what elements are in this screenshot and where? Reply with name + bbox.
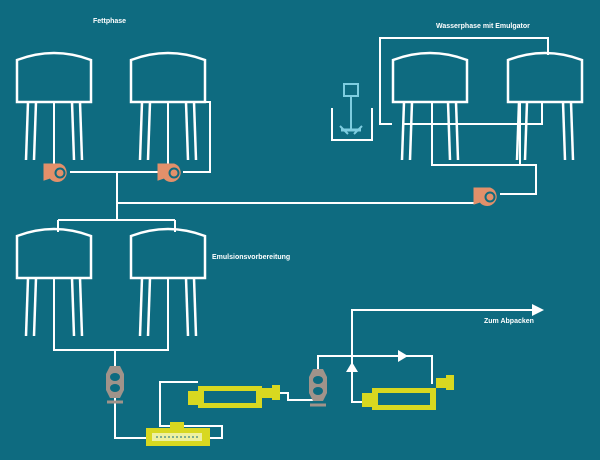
pipe-emulsion-out — [53, 278, 169, 351]
hx-inner — [378, 393, 430, 405]
pipe-fat-pumps-header — [70, 171, 118, 220]
tank-emulsion-2[interactable] — [129, 227, 207, 337]
flow-arrows — [346, 304, 544, 372]
positive-pump-2[interactable] — [309, 369, 327, 407]
hx-drive — [272, 385, 280, 400]
label-emulsion-prep: Emulsionsvorbereitung — [212, 254, 291, 261]
tank-leg — [24, 101, 30, 161]
hx-drive — [446, 375, 454, 390]
positive-displacement-pump-icon — [309, 369, 327, 401]
pipe-pump-1-to-hx1 — [114, 398, 150, 439]
label-fat-phase: Fettphase — [93, 18, 127, 25]
tank-water-1[interactable] — [391, 51, 469, 161]
pipe-to-packing — [351, 309, 532, 376]
emulsifier-mixer[interactable] — [331, 83, 373, 141]
pump-chamber-top — [313, 376, 323, 384]
hx-inner — [204, 391, 256, 403]
pipe-hx1-loop — [159, 381, 223, 439]
tank-leg — [70, 101, 76, 161]
tank-leg — [78, 101, 84, 161]
pump-water[interactable] — [473, 187, 497, 206]
flow-arrow-icon — [532, 304, 544, 316]
storage-tank-icon — [506, 51, 584, 104]
heat-exchanger-3[interactable] — [362, 375, 454, 410]
storage-tank-icon — [129, 51, 207, 104]
storage-tank-icon — [129, 227, 207, 280]
pump-impeller — [168, 167, 180, 179]
heat-exchanger-2[interactable] — [188, 385, 280, 408]
tank-emulsion-1[interactable] — [15, 227, 93, 337]
tank-leg — [32, 101, 38, 161]
storage-tank-icon — [391, 51, 469, 104]
flow-arrow-icon — [398, 350, 408, 362]
storage-tank-icon — [15, 51, 93, 104]
hx-end-cap — [362, 393, 372, 407]
mixer-vessel — [331, 108, 373, 141]
pipe-water-top-feed — [379, 37, 549, 108]
tank-leg — [446, 101, 452, 161]
pipe-recirc-branch — [352, 355, 433, 384]
tank-leg — [24, 277, 30, 337]
pump-chamber-bottom — [110, 384, 120, 392]
tank-fat-2[interactable] — [129, 51, 207, 161]
pump-impeller — [54, 167, 66, 179]
pump-chamber-bottom — [313, 387, 323, 395]
tank-leg — [569, 101, 575, 161]
pipe-water-left — [379, 108, 392, 125]
tank-leg — [184, 101, 190, 161]
tank-leg — [184, 277, 190, 337]
tank-leg — [138, 277, 144, 337]
agitator-mixer-icon — [343, 83, 359, 97]
storage-tank-icon — [15, 227, 93, 280]
tank-leg — [515, 101, 521, 161]
pump-impeller — [484, 191, 496, 203]
tank-leg — [146, 101, 152, 161]
tank-leg — [400, 101, 406, 161]
tank-leg — [32, 277, 38, 337]
pipe-pump-2-up — [317, 355, 352, 370]
positive-pump-1[interactable] — [106, 366, 124, 404]
tank-leg — [70, 277, 76, 337]
tank-water-2[interactable] — [506, 51, 584, 161]
pump-fat-2[interactable] — [157, 163, 181, 182]
agitator-impeller — [339, 125, 363, 135]
pump-chamber-top — [110, 373, 120, 381]
heat-exchanger-1[interactable] — [146, 422, 210, 446]
tank-leg — [138, 101, 144, 161]
hx-end-cap — [188, 391, 198, 405]
piping — [53, 37, 549, 439]
flow-arrow-icon — [346, 362, 358, 372]
positive-displacement-pump-icon — [106, 366, 124, 398]
tank-leg — [78, 277, 84, 337]
tank-leg — [192, 101, 198, 161]
tank-fat-1[interactable] — [15, 51, 93, 161]
pipe-water-pump-loop — [431, 102, 537, 195]
pump-fat-1[interactable] — [43, 163, 67, 182]
tank-leg — [454, 101, 460, 161]
label-water-phase: Wasserphase mit Emulgator — [436, 23, 530, 30]
tank-leg — [523, 101, 529, 161]
tank-leg — [146, 277, 152, 337]
tank-leg — [408, 101, 414, 161]
tank-leg — [192, 277, 198, 337]
label-to-packing: Zum Abpacken — [484, 318, 534, 325]
hx-motor — [436, 378, 446, 388]
hx-motor — [170, 422, 184, 429]
tank-leg — [561, 101, 567, 161]
hx-motor — [262, 388, 272, 398]
